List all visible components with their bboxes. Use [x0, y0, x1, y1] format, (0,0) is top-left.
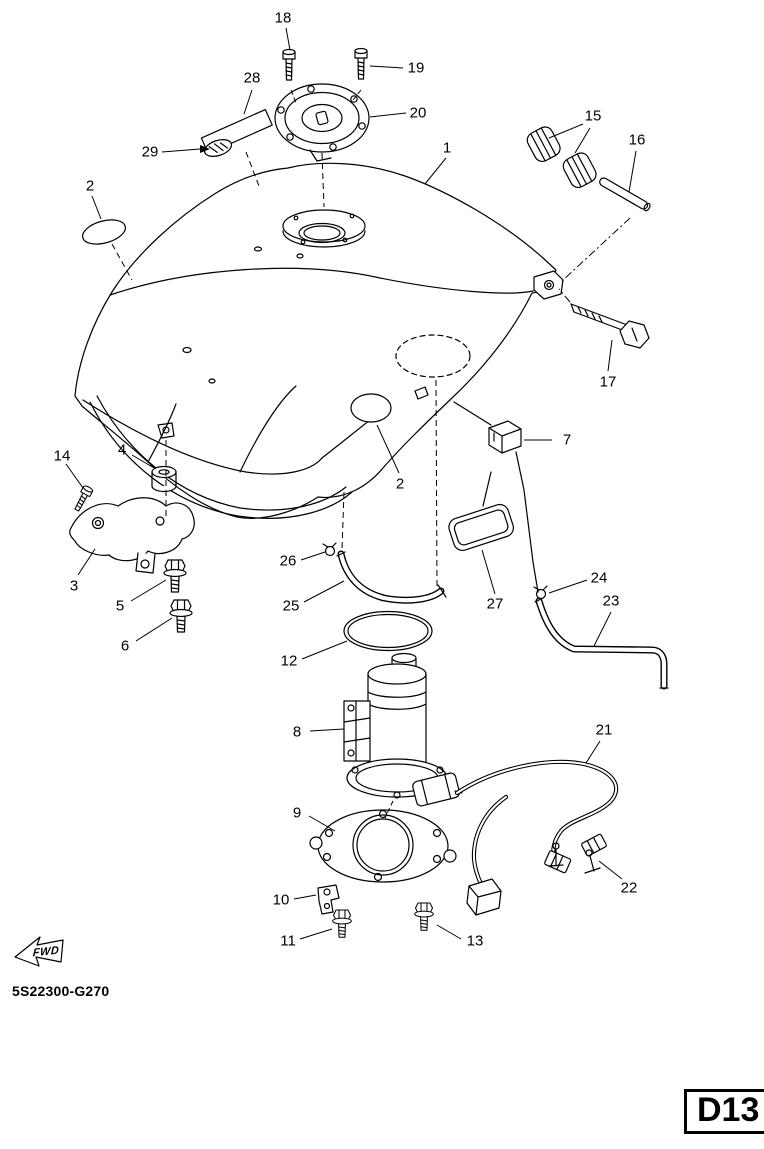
o-ring	[343, 610, 433, 652]
pump-plate	[309, 809, 457, 883]
page-reference-label: D13	[697, 1091, 760, 1129]
callout-2-left: 2	[85, 177, 95, 195]
sensor-connector	[453, 401, 539, 593]
fwd-arrow	[14, 936, 64, 967]
callout-20: 20	[409, 104, 427, 122]
callout-27: 27	[486, 595, 504, 613]
wire-harness	[454, 759, 619, 916]
harness-clamps-22	[548, 842, 601, 874]
damper-grips	[526, 126, 597, 189]
tank-bolt-17	[570, 303, 650, 349]
callout-14: 14	[53, 447, 71, 465]
callout-29: 29	[141, 143, 159, 161]
callout-6: 6	[120, 637, 130, 655]
callout-8: 8	[292, 723, 302, 741]
callout-2-inner: 2	[395, 475, 405, 493]
callout-10: 10	[272, 891, 290, 909]
callout-5: 5	[115, 597, 125, 615]
callout-21: 21	[595, 721, 613, 739]
drain-hose-25	[336, 550, 447, 604]
callout-11: 11	[280, 932, 296, 950]
callout-19: 19	[407, 59, 425, 77]
fuel-tank	[74, 162, 564, 519]
callout-24: 24	[590, 569, 608, 587]
callout-13: 13	[466, 932, 484, 950]
callout-16: 16	[628, 131, 646, 149]
grommet-4	[151, 465, 177, 493]
cushion-pad-27	[448, 471, 514, 552]
cushion-inner	[350, 393, 392, 423]
alignment-lines	[111, 89, 631, 819]
callout-23: 23	[602, 592, 620, 610]
breather-hose-23	[534, 597, 669, 690]
callout-1: 1	[442, 139, 452, 157]
callout-22: 22	[620, 879, 638, 897]
diagram-code: 5S22300-G270	[12, 983, 110, 999]
leader-lines	[65, 27, 637, 940]
stay-bracket-10	[317, 884, 340, 915]
callout-7: 7	[562, 431, 572, 449]
front-bracket	[69, 497, 195, 574]
callout-9: 9	[292, 804, 302, 822]
fuel-pump	[343, 652, 463, 807]
page-reference-box: D13	[684, 1089, 764, 1134]
callout-12: 12	[280, 652, 298, 670]
callout-4: 4	[117, 441, 127, 459]
emblem	[203, 139, 233, 157]
callout-17: 17	[599, 373, 617, 391]
callout-28: 28	[243, 69, 261, 87]
fuel-cap	[274, 83, 370, 162]
cushion-left	[81, 219, 127, 245]
callout-3: 3	[69, 577, 79, 595]
callout-15: 15	[584, 107, 602, 125]
callout-25: 25	[282, 597, 300, 615]
callout-26: 26	[279, 552, 297, 570]
callout-18: 18	[274, 9, 292, 27]
collar-rod	[599, 177, 651, 212]
